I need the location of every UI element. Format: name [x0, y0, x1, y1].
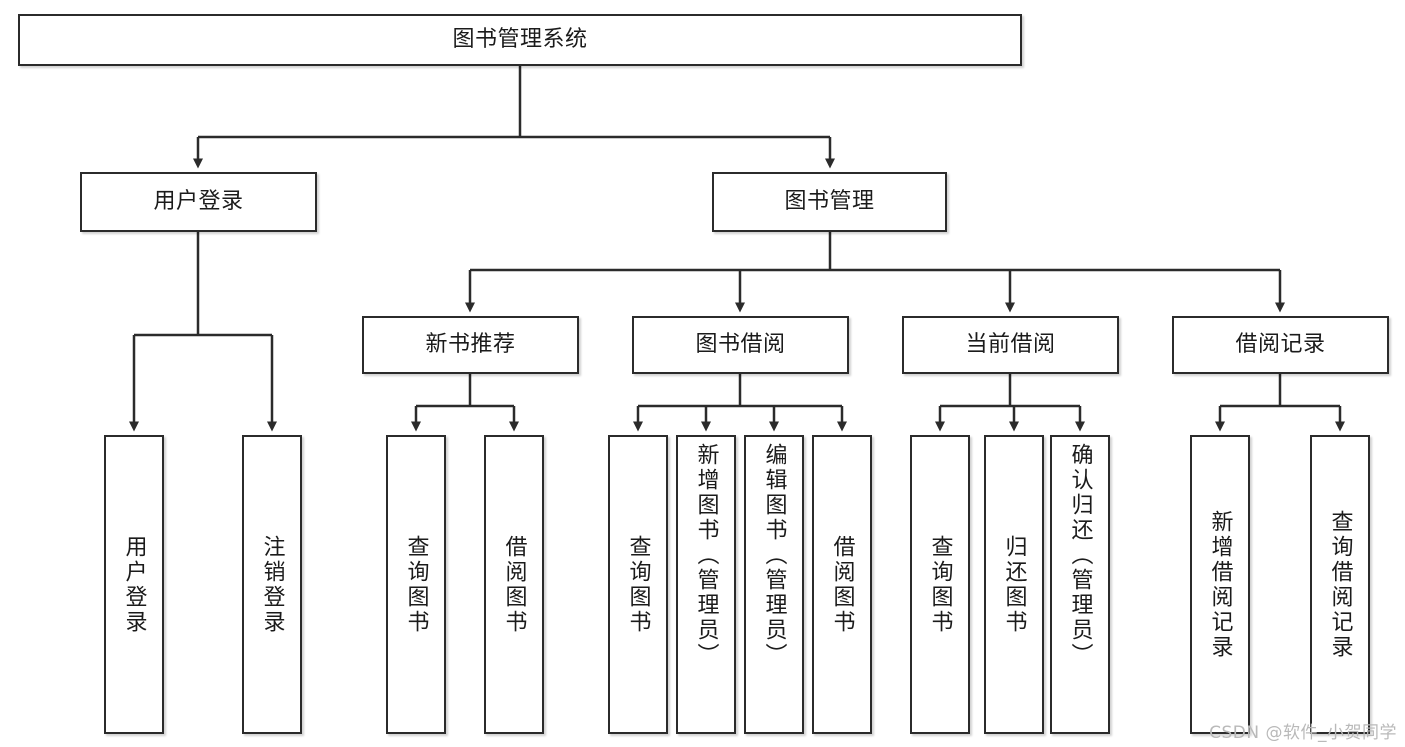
leaf-return-book[interactable]: 归还图书: [984, 435, 1044, 734]
node-book-management-system[interactable]: 图书管理系统: [18, 14, 1022, 66]
leaf-label: 用户登录: [121, 534, 147, 635]
leaf-label: 新增图书（管理员）: [693, 443, 719, 668]
leaf-query-book-newbook[interactable]: 查询图书: [386, 435, 446, 734]
leaf-label: 编辑图书（管理员）: [761, 443, 787, 668]
leaf-label: 借阅图书: [501, 534, 527, 635]
node-user-login[interactable]: 用户登录: [80, 172, 317, 232]
leaf-borrow-book[interactable]: 借阅图书: [812, 435, 872, 734]
node-borrow-records[interactable]: 借阅记录: [1172, 316, 1389, 374]
leaf-logout[interactable]: 注销登录: [242, 435, 302, 734]
node-book-management[interactable]: 图书管理: [712, 172, 947, 232]
node-label: 图书管理系统: [452, 26, 588, 52]
node-label: 借阅记录: [1235, 331, 1326, 357]
node-label: 当前借阅: [965, 331, 1056, 357]
leaf-label: 归还图书: [1001, 534, 1027, 635]
leaf-query-borrow-record[interactable]: 查询借阅记录: [1310, 435, 1370, 734]
leaf-label: 查询图书: [403, 534, 429, 635]
leaf-label: 新增借阅记录: [1207, 509, 1233, 660]
node-book-borrow[interactable]: 图书借阅: [632, 316, 849, 374]
node-label: 用户登录: [153, 188, 244, 214]
node-label: 图书借阅: [695, 331, 786, 357]
leaf-query-book-borrow[interactable]: 查询图书: [608, 435, 668, 734]
leaf-confirm-return-admin[interactable]: 确认归还（管理员）: [1050, 435, 1110, 734]
leaf-label: 查询图书: [927, 534, 953, 635]
node-new-book-recommend[interactable]: 新书推荐: [362, 316, 579, 374]
node-label: 新书推荐: [425, 331, 516, 357]
leaf-borrow-book-newbook[interactable]: 借阅图书: [484, 435, 544, 734]
node-label: 图书管理: [784, 188, 875, 214]
leaf-add-book-admin[interactable]: 新增图书（管理员）: [676, 435, 736, 734]
leaf-label: 注销登录: [259, 534, 285, 635]
leaf-label: 查询图书: [625, 534, 651, 635]
leaf-edit-book-admin[interactable]: 编辑图书（管理员）: [744, 435, 804, 734]
leaf-add-borrow-record[interactable]: 新增借阅记录: [1190, 435, 1250, 734]
leaf-user-login[interactable]: 用户登录: [104, 435, 164, 734]
leaf-query-book-current[interactable]: 查询图书: [910, 435, 970, 734]
leaf-label: 确认归还（管理员）: [1067, 443, 1093, 668]
leaf-label: 借阅图书: [829, 534, 855, 635]
node-current-borrow[interactable]: 当前借阅: [902, 316, 1119, 374]
leaf-label: 查询借阅记录: [1327, 509, 1353, 660]
csdn-watermark: CSDN @软件_小贺同学: [1209, 723, 1397, 743]
